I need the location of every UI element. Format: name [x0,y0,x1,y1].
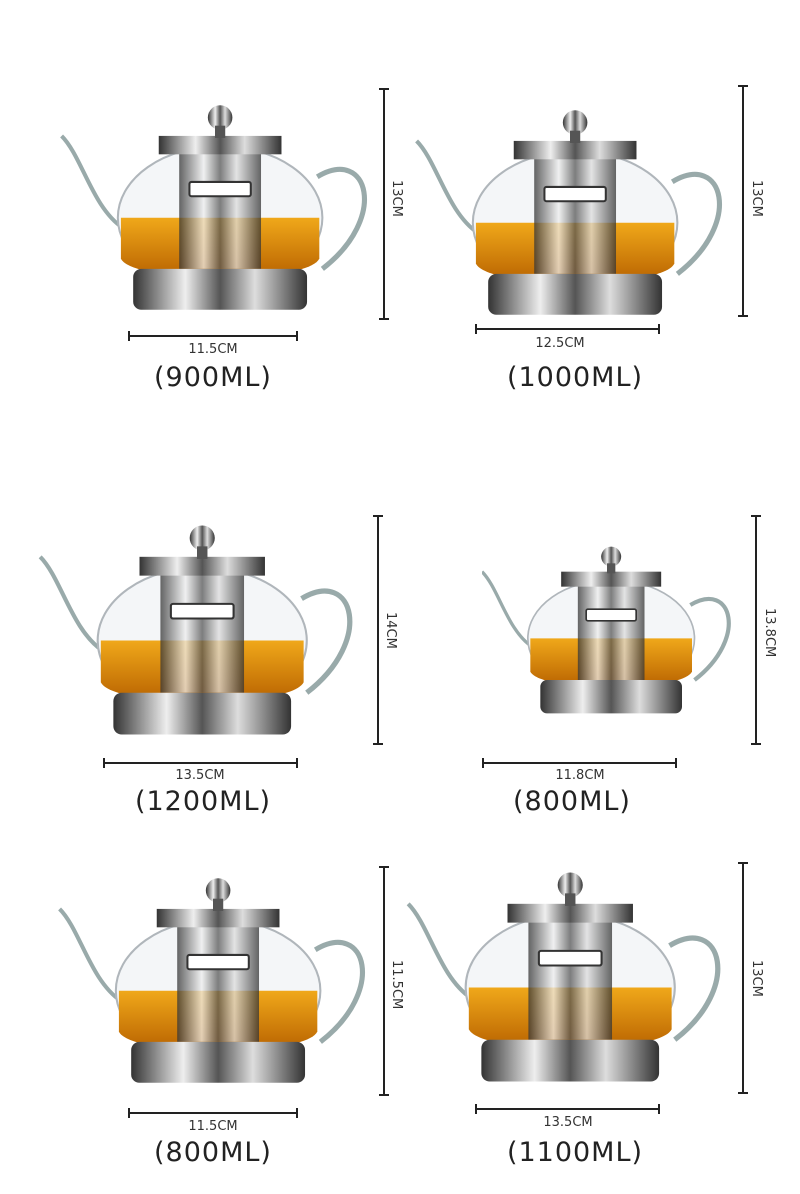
height-label-3: 14CM [383,612,398,649]
height-label-2: 13CM [749,180,764,217]
width-label-1: 11.5CM [188,342,238,357]
height-label-6: 13CM [749,960,764,997]
width-label-5: 11.5CM [188,1119,238,1134]
width-dimension-line-6 [475,1104,660,1114]
width-label-2: 12.5CM [535,336,585,351]
height-dimension-line-4 [751,515,761,745]
teapot-image-5 [58,868,368,1093]
width-dimension-line-5 [128,1108,298,1118]
height-dimension-line-5 [379,866,389,1096]
capacity-label-2: (1000ML) [506,362,644,393]
height-label-4: 13.8CM [762,608,777,658]
capacity-label-1: (900ML) [154,362,272,393]
capacity-label-4: (800ML) [513,786,631,817]
width-dimension-line-2 [475,324,660,334]
width-dimension-line-4 [482,758,677,768]
teapot-image-2 [405,100,735,325]
width-label-3: 13.5CM [175,768,225,783]
width-label-4: 11.8CM [555,768,605,783]
capacity-label-3: (1200ML) [134,786,272,817]
teapot-image-6 [395,862,735,1092]
capacity-label-5: (800ML) [154,1137,272,1168]
height-dimension-line-1 [379,88,389,320]
height-dimension-line-3 [373,515,383,745]
width-dimension-line-1 [128,331,298,341]
width-label-6: 13.5CM [543,1115,593,1130]
teapot-image-3 [22,515,372,745]
height-label-1: 13CM [389,180,404,217]
teapot-image-4 [482,515,732,745]
teapot-image-1 [55,95,375,320]
capacity-label-6: (1100ML) [506,1137,644,1168]
height-dimension-line-6 [738,862,748,1094]
height-label-5: 11.5CM [389,960,404,1010]
height-dimension-line-2 [738,85,748,317]
width-dimension-line-3 [103,758,298,768]
